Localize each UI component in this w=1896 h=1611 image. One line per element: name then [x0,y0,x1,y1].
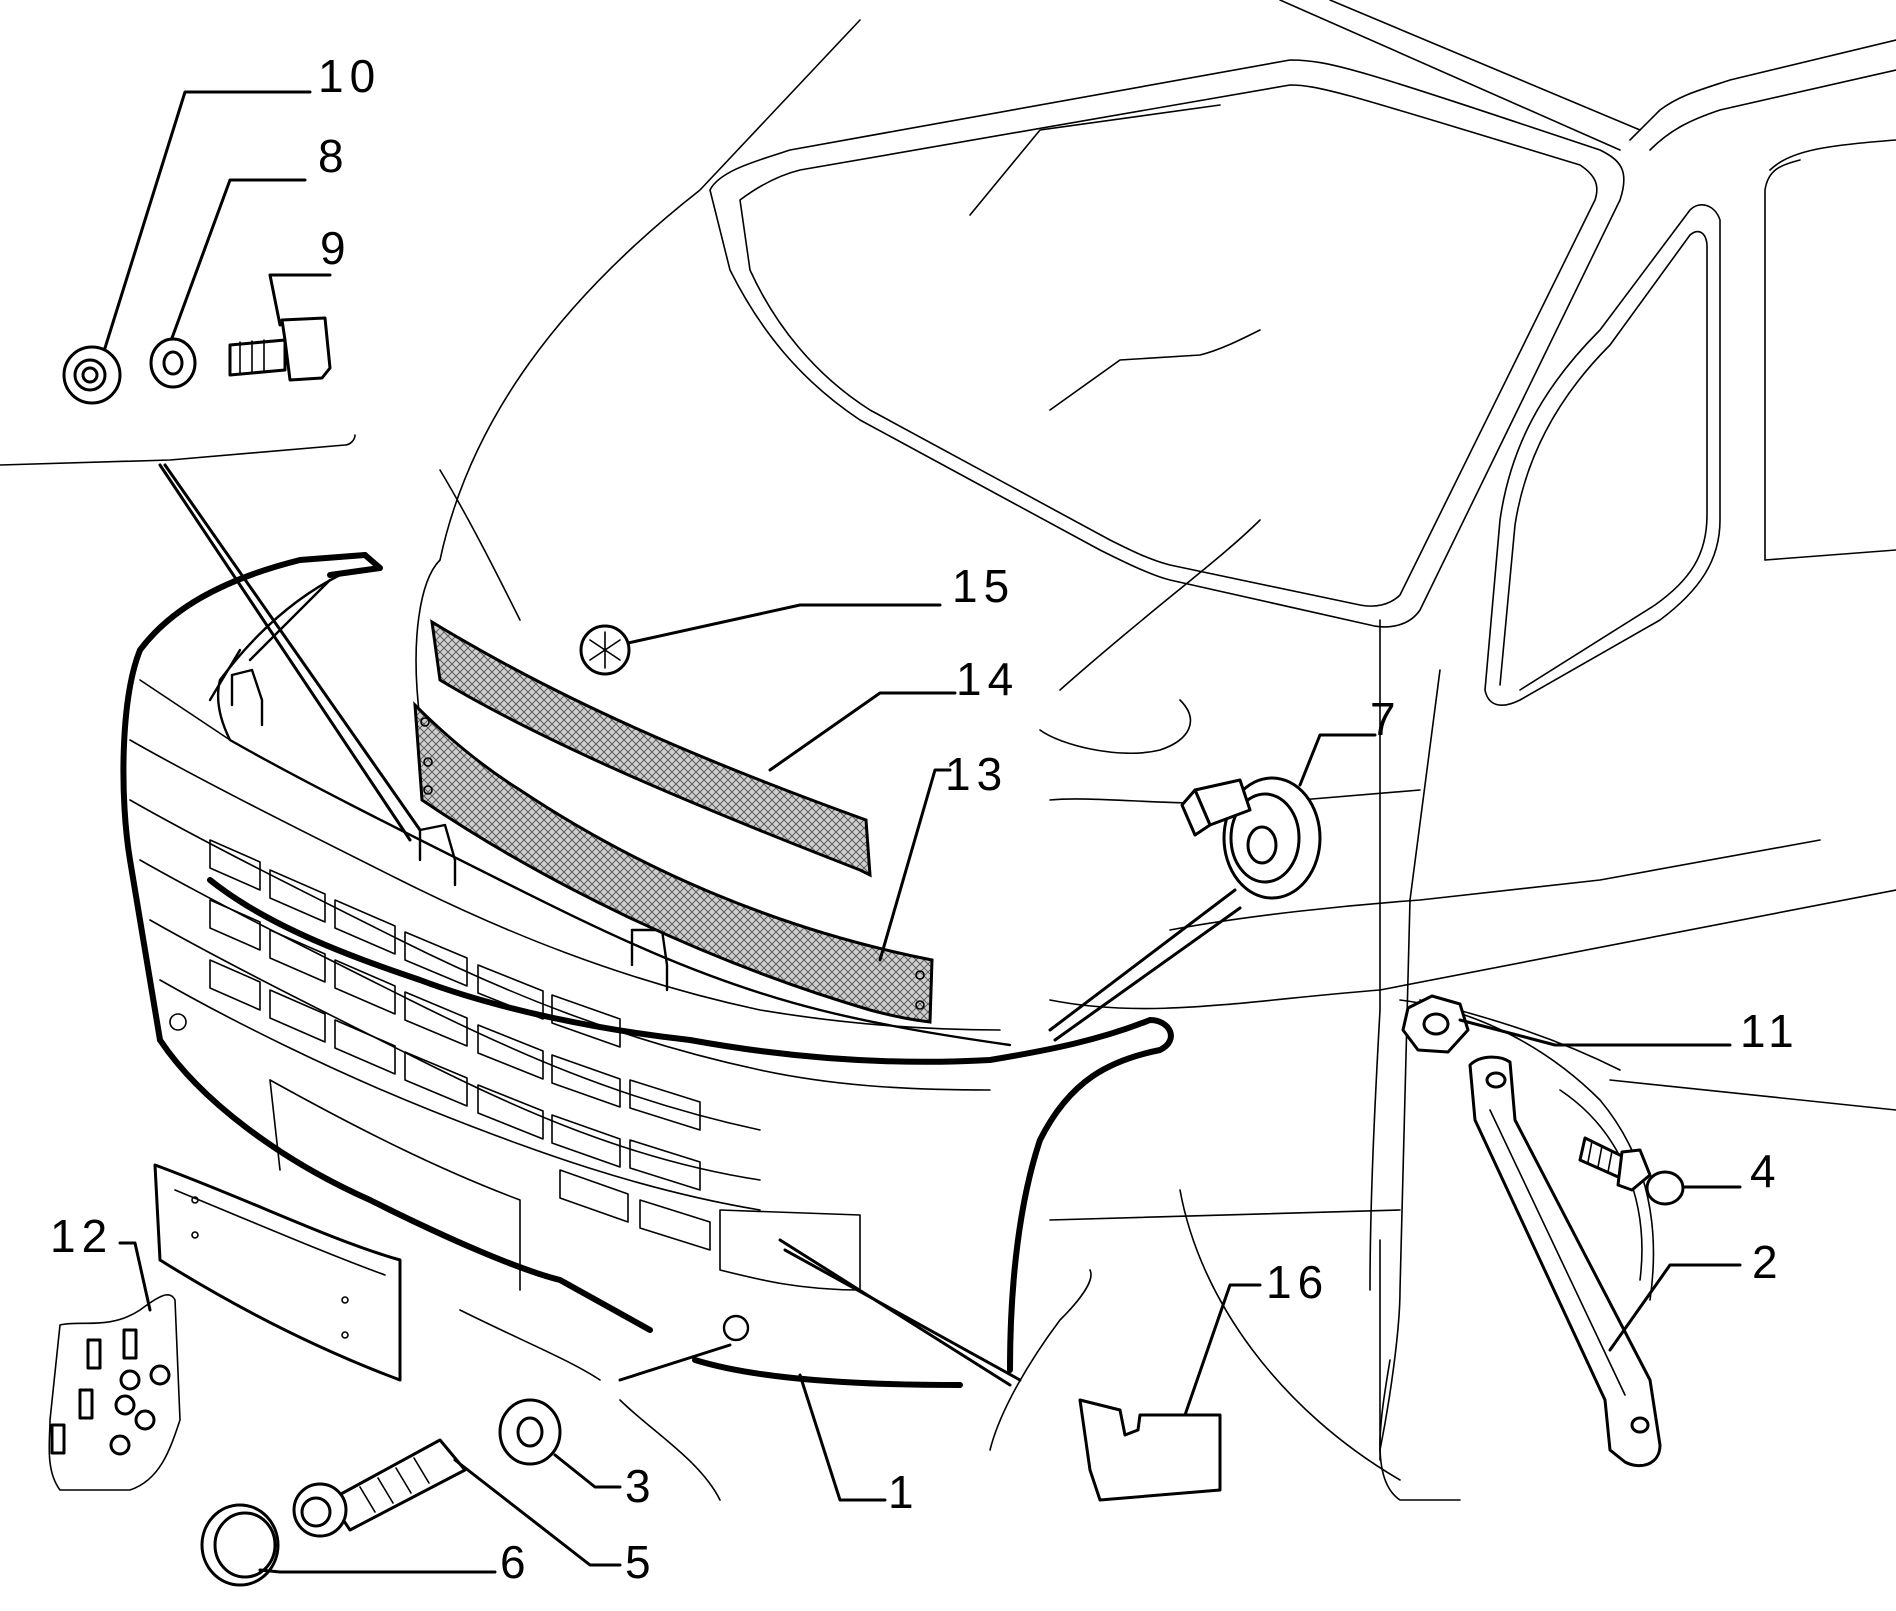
callout-13: 13 [945,748,1008,800]
callout-9: 9 [320,222,352,274]
callout-5: 5 [625,1536,657,1588]
callout-labels: 10 8 9 15 14 13 7 11 4 2 16 12 1 3 5 6 [50,50,1800,1588]
callout-4: 4 [1750,1145,1782,1197]
detail-divider [0,434,356,466]
part-14-upper-mesh-grille [430,619,872,878]
part-3-washer [498,1398,562,1466]
callout-1: 1 [888,1466,920,1518]
callout-3: 3 [625,1460,657,1512]
part-7-grommet [1180,776,1322,900]
callout-15: 15 [952,560,1015,612]
part-11-hex-nut [1401,994,1470,1054]
callout-12: 12 [50,1210,113,1262]
callout-10: 10 [318,50,381,102]
part-10-flange-nut [62,345,122,405]
part-6-cap [200,1503,280,1587]
callout-6: 6 [500,1536,532,1588]
part-9-bolt [228,316,332,382]
part-8-washer [149,337,197,389]
callout-2: 2 [1752,1236,1784,1288]
part-12-hardware-kit [48,1294,181,1491]
callout-16: 16 [1266,1256,1329,1308]
grille-slots [209,839,711,1251]
front-bumper [120,552,1174,1501]
part-13-lower-mesh-grille [413,701,934,1024]
part-15-push-clip [579,624,631,676]
part-4-screw [1578,1136,1685,1206]
callout-11: 11 [1740,1005,1800,1057]
part-2-bracket [1468,1055,1662,1468]
grille-mounting-holes [420,717,925,1010]
part-16-bracket-plate [1078,1398,1222,1502]
license-plate-bracket [153,1163,402,1382]
car-body-outline [415,0,1896,1501]
part-5-threaded-bolt [292,1438,467,1538]
leader-lines [103,90,1742,1574]
callout-14: 14 [956,653,1019,705]
callout-8: 8 [318,130,350,182]
callout-7: 7 [1370,693,1402,745]
